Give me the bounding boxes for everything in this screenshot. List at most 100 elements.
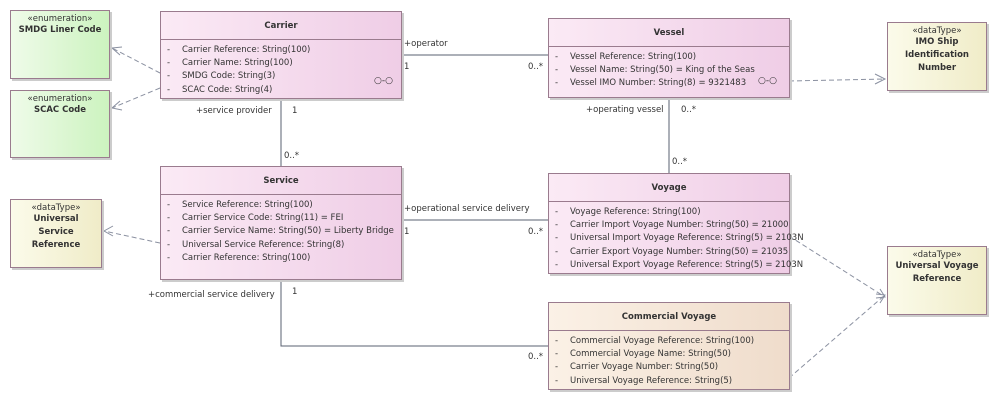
attribute-row[interactable]: -Vessel Name: String(50) = King of the S… (549, 64, 789, 77)
attribute-text: Universal Voyage Reference: String(5) (570, 375, 733, 386)
arrowhead-icon (102, 225, 114, 237)
attribute-row[interactable]: -Carrier Import Voyage Number: String(50… (549, 219, 789, 232)
visibility-marker: - (555, 246, 559, 257)
stereotype: «dataType» (31, 203, 81, 213)
attribute-row[interactable]: -Carrier Service Code: String(11) = FEI (161, 212, 401, 225)
datatype-imo-ship-identification-number[interactable]: «dataType» IMO Ship Identification Numbe… (887, 22, 987, 91)
class-name: Commercial Voyage (549, 303, 789, 331)
class-name: Service (161, 167, 401, 195)
attribute-row[interactable]: - Commercial Voyage Reference: String(100… (549, 335, 789, 348)
dependency-smdg (111, 47, 161, 74)
attribute-row[interactable]: -Voyage Reference: String(100) (549, 206, 789, 219)
multiplicity-label: 0..* (528, 352, 544, 362)
stereotype: «dataType» (912, 26, 962, 36)
stereotype: «enumeration» (27, 94, 93, 104)
role-label: +operational service delivery (404, 204, 530, 214)
visibility-marker: - (555, 336, 559, 346)
visibility-marker: - (555, 78, 559, 89)
visibility-marker: - (167, 252, 171, 263)
multiplicity-label: 1 (404, 62, 410, 72)
visibility-marker: - (167, 71, 171, 82)
attribute-row[interactable]: - Vessel Reference: String(100) (549, 51, 789, 64)
dependency-scac (111, 87, 161, 109)
enum-scac-code[interactable]: «enumeration» SCAC Code (10, 90, 110, 158)
attribute-text: Carrier Service Name: String(50) = Liber… (182, 226, 394, 237)
stereotype: «enumeration» (27, 14, 93, 24)
multiplicity-label: 0..* (284, 151, 300, 161)
enum-smdg-liner-code[interactable]: «enumeration» SMDG Liner Code (10, 10, 110, 79)
attribute-row[interactable]: -Universal Import Voyage Reference: Stri… (549, 232, 804, 245)
attribute-text: Universal Export Voyage Reference: Strin… (570, 259, 804, 270)
attribute-row[interactable]: -Carrier Service Name: String(50) = Libe… (161, 225, 401, 238)
visibility-marker: - (555, 52, 559, 62)
role-label: +operating vessel (586, 105, 664, 115)
attribute-row[interactable]: -Carrier Voyage Number: String(50) (549, 361, 789, 374)
dependency-imo (788, 78, 886, 82)
role-label: +service provider (196, 106, 272, 116)
arrowhead-icon (874, 73, 887, 85)
attribute-text: Vessel Reference: String(100) (570, 52, 697, 62)
attribute-row[interactable]: -Universal Export Voyage Reference: Stri… (549, 259, 803, 272)
attribute-row[interactable]: -SCAC Code: String(4) (161, 84, 401, 97)
attribute-row[interactable]: -Universal Service Reference: String(8) (161, 239, 401, 252)
visibility-marker: - (555, 259, 559, 270)
type-name: IMO Ship Identification Number (905, 37, 969, 73)
class-commercial-voyage[interactable]: Commercial Voyage - Commercial Voyage Ref… (548, 302, 790, 390)
role-label: +commercial service delivery (148, 290, 275, 300)
arrowhead-icon (875, 293, 886, 304)
attribute-text: Vessel Name: String(50) = King of the Se… (570, 65, 755, 76)
visibility-marker: - (167, 213, 171, 224)
visibility-marker: - (555, 220, 559, 231)
multiplicity-label: 1 (404, 227, 410, 237)
multiplicity-label: 1 (292, 287, 298, 297)
glasses-icon: ○-○ (374, 76, 393, 86)
class-voyage[interactable]: Voyage -Voyage Reference: String(100)-Ca… (548, 173, 804, 274)
attribute-row[interactable]: -Universal Voyage Reference: String(5) (549, 375, 789, 388)
visibility-marker: - (555, 375, 559, 386)
attribute-text: Carrier Reference: String(100) (182, 45, 311, 55)
class-name: Vessel (549, 19, 789, 47)
attribute-row[interactable]: -Commercial Voyage Name: String(50) (549, 348, 789, 361)
class-vessel[interactable]: Vessel -Vessel Reference: String(100)-Ve… (548, 18, 790, 98)
class-name: Voyage (549, 174, 789, 202)
visibility-marker: - (167, 58, 171, 69)
attribute-text: Carrier Service Code: String(11) = FEI (182, 213, 344, 224)
class-carrier[interactable]: Carrier -Carrier Reference: String(100)-… (160, 11, 402, 99)
attribute-text: Carrier Import Voyage Number: String(50)… (570, 220, 789, 231)
datatype-universal-service-reference[interactable]: «dataType» Universal Service Reference (10, 199, 102, 268)
type-name: Universal Voyage Reference (895, 261, 979, 284)
multiplicity-label: 0..* (528, 62, 544, 72)
visibility-marker: - (167, 239, 171, 250)
class-service[interactable]: Service -Service Reference: String(100)-… (160, 166, 402, 280)
attribute-row[interactable]: -Carrier Reference: String(100) (161, 252, 401, 265)
visibility-marker: - (167, 200, 171, 210)
visibility-marker: - (555, 349, 559, 360)
arrowhead-icon (110, 46, 123, 56)
arrowhead-icon (110, 100, 123, 111)
attribute-row[interactable]: -Vessel IMO Number: String(8) = 9321483 (549, 77, 789, 90)
dependency-uvr-commercial (788, 294, 886, 379)
attribute-text: Commercial Voyage Reference: String(100) (570, 336, 755, 346)
attribute-text: SCAC Code: String(4) (182, 84, 273, 95)
visibility-marker: - (555, 207, 559, 217)
attribute-row[interactable]: -Service Reference: String(100) (161, 199, 401, 212)
dependency-uvr-voyage (788, 235, 886, 298)
stereotype: «dataType» (912, 250, 962, 260)
attribute-text: Commercial Voyage Name: String(50) (570, 349, 731, 360)
multiplicity-label: 1 (292, 106, 298, 116)
attribute-row[interactable]: -Carrier Export Voyage Number: String(50… (549, 246, 789, 259)
visibility-marker: - (555, 65, 559, 76)
arrowhead-icon (875, 288, 886, 299)
type-name: Universal Service Reference (31, 214, 81, 250)
role-label: +operator (404, 39, 448, 49)
attribute-text: SMDG Code: String(3) (182, 71, 276, 82)
attribute-text: Carrier Name: String(100) (182, 58, 293, 69)
visibility-marker: - (167, 226, 171, 237)
attribute-row[interactable]: -Carrier Reference: String(100) (161, 44, 401, 57)
visibility-marker: - (555, 233, 559, 244)
attribute-row[interactable]: -Carrier Name: String(100) (161, 57, 401, 70)
datatype-universal-voyage-reference[interactable]: «dataType» Universal Voyage Reference (887, 246, 987, 315)
attribute-row[interactable]: -SMDG Code: String(3) (161, 70, 401, 83)
